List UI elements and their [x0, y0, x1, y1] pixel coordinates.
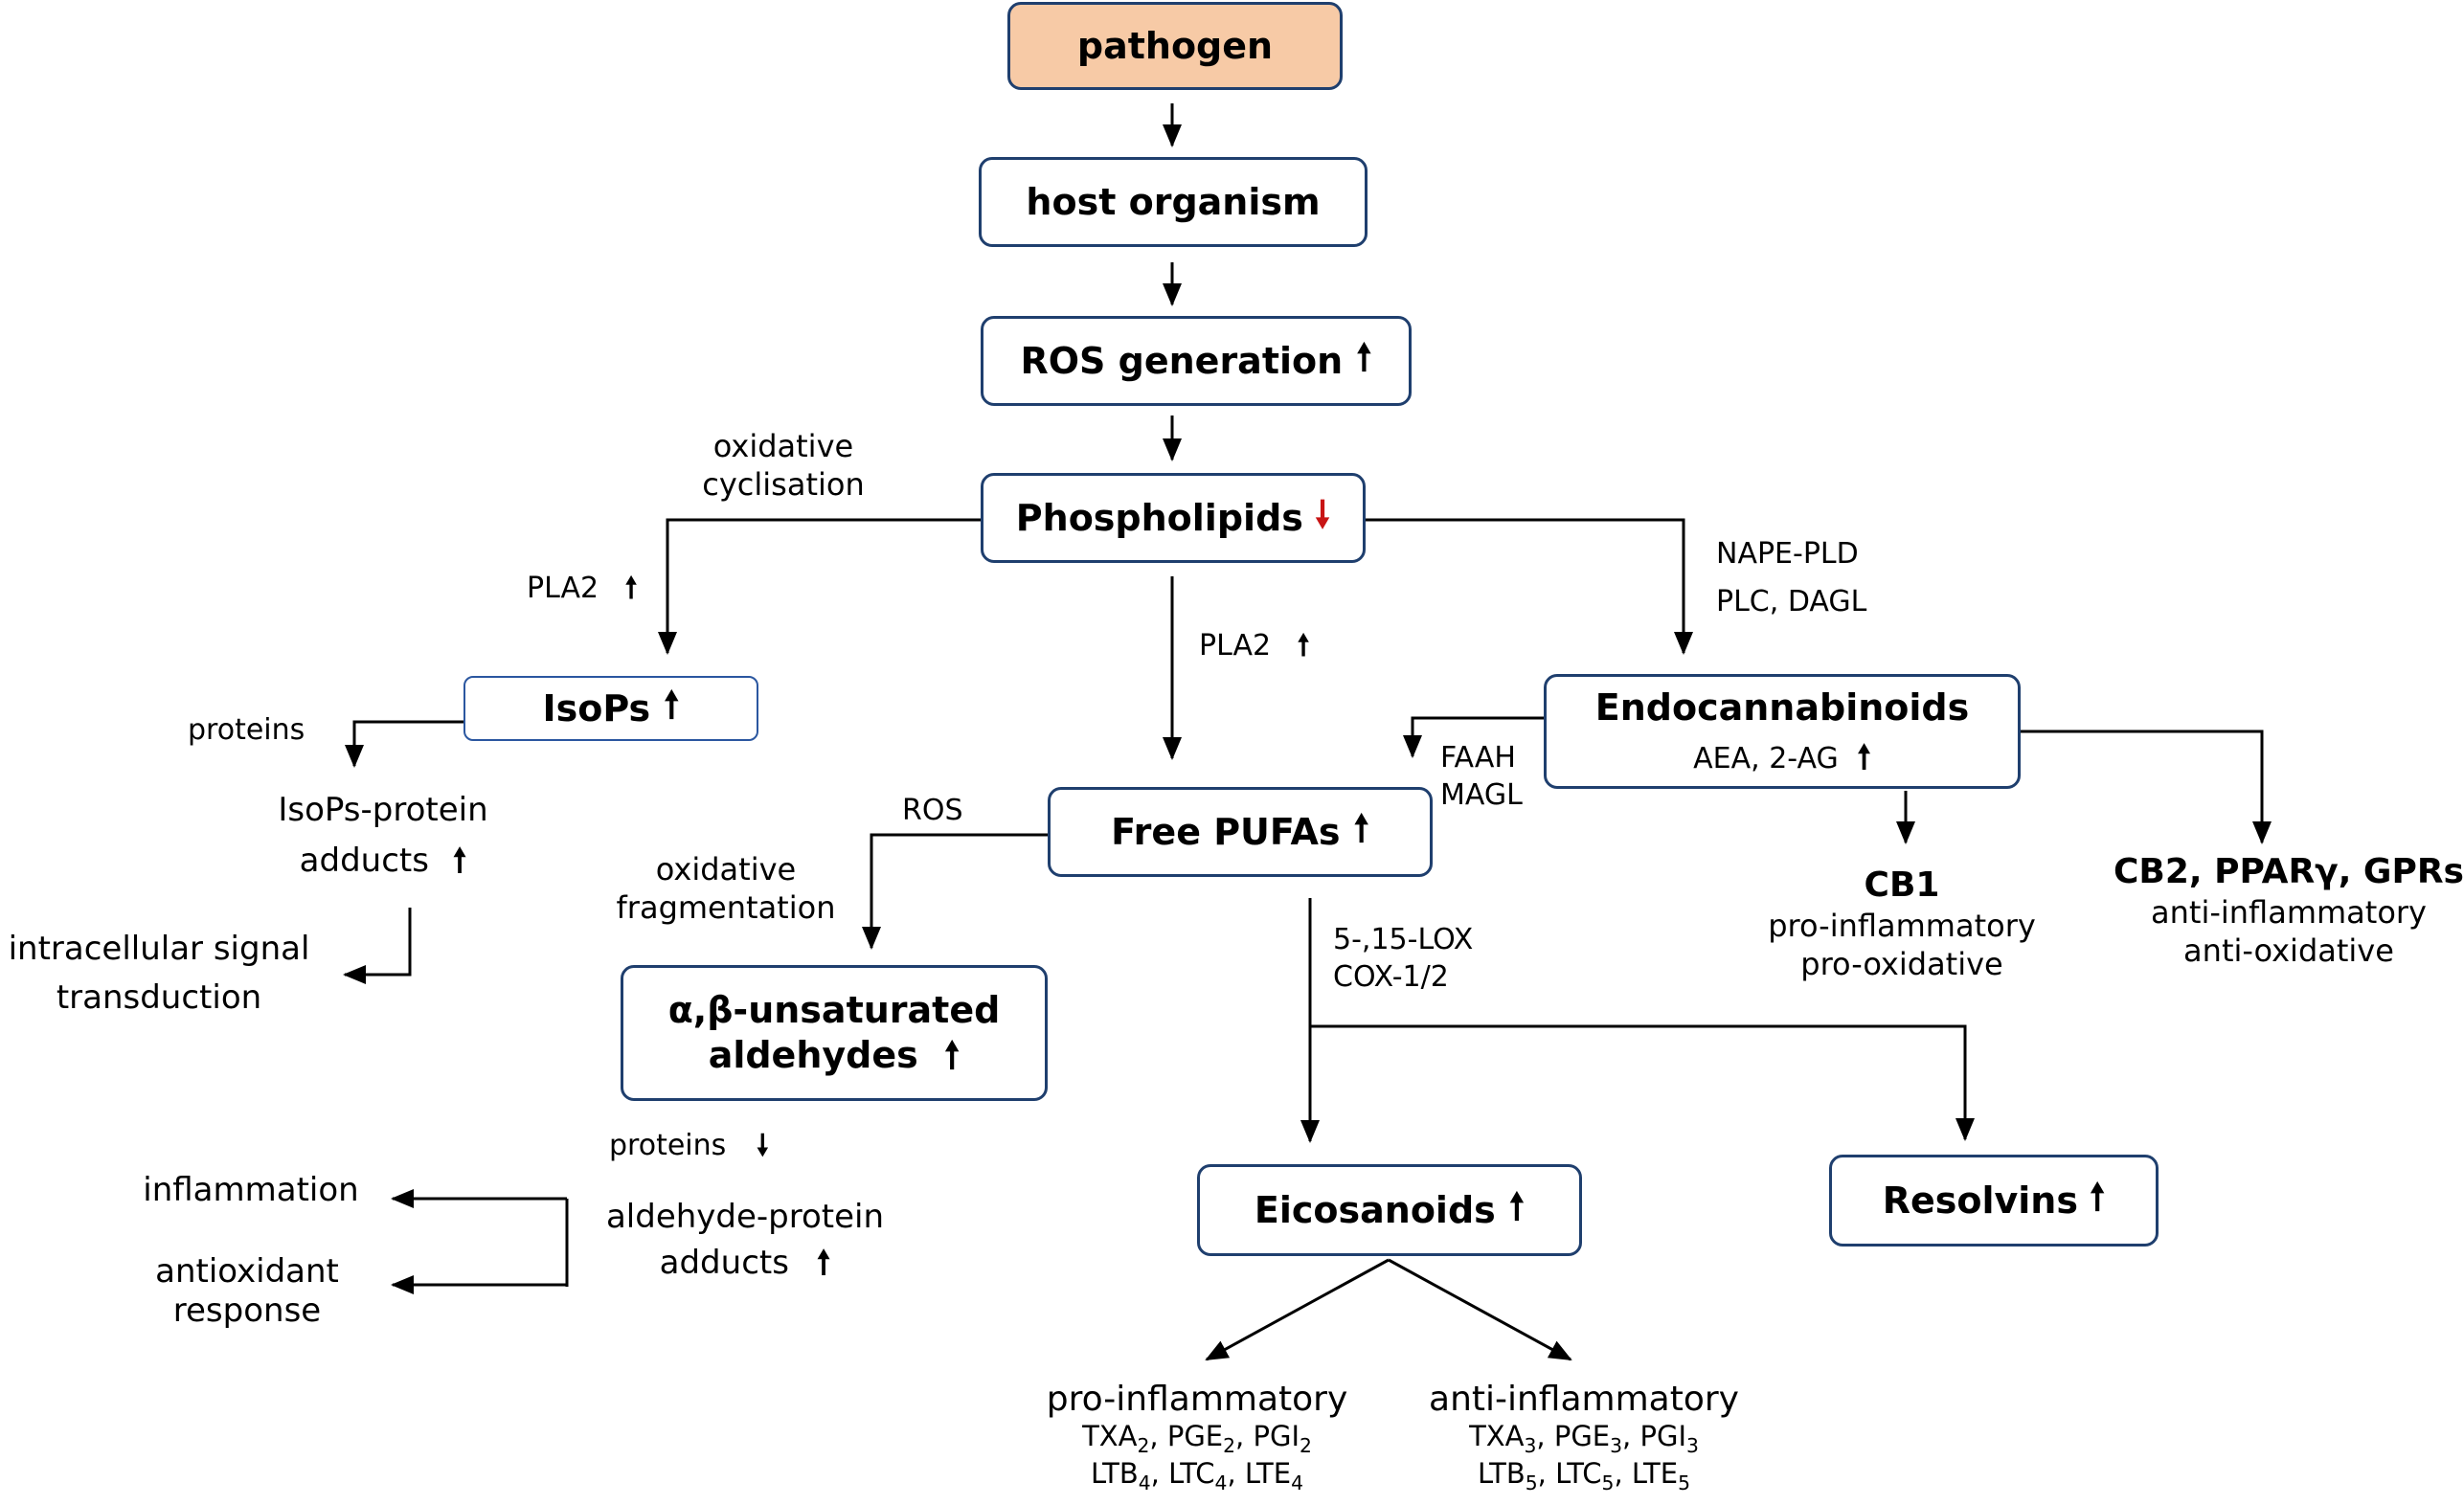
increase-arrow-icon: 🠕 — [664, 683, 680, 726]
arrow-pufas-aldehydes — [862, 833, 1048, 950]
anti-inflammatory-products-line2: LTB5, LTC5, LTE5 — [1477, 1457, 1691, 1495]
arrow-phospholipids-endocannabinoids — [1364, 518, 1693, 655]
ros-generation-label: ROS generation — [1020, 340, 1344, 382]
increase-arrow-icon: 🠕 — [1508, 1184, 1526, 1227]
arrow-adducts-intracellular — [343, 908, 412, 984]
increase-arrow-icon: 🠕 — [943, 1034, 961, 1076]
aldehydes-label-line2: aldehydes — [708, 1034, 918, 1076]
formula: PGE3 — [1553, 1420, 1623, 1457]
formula: PGI2 — [1253, 1420, 1312, 1457]
oxidative-fragmentation-label: oxidative fragmentation — [616, 851, 836, 926]
pro-inflammatory-block: pro-inflammatory TXA2, PGE2, PGI2 LTB4, … — [1047, 1379, 1348, 1494]
cb2-label: CB2, PPARγ, GPRs — [2114, 852, 2464, 891]
pro-inflammatory-label: pro-inflammatory — [1046, 1380, 1348, 1419]
formula: LTB4 — [1090, 1457, 1151, 1495]
phospholipids-label: Phospholipids — [1015, 497, 1303, 539]
increase-arrow-icon: 🠕 — [624, 572, 638, 605]
pla2-left-label: PLA2 🠕 — [527, 572, 638, 605]
arrow-pufas-resolvins — [1310, 1024, 1975, 1141]
proteins-isops-label: proteins — [188, 713, 305, 747]
increase-arrow-icon: 🠕 — [1356, 335, 1372, 378]
cb2-block: CB2, PPARγ, GPRs anti-inflammatory anti-… — [2114, 850, 2464, 970]
endocannabinoids-sub-label: AEA, 2-AG — [1693, 741, 1839, 775]
ros-generation-box: ROS generation 🠕 — [981, 316, 1412, 406]
free-pufas-label: Free PUFAs — [1111, 811, 1341, 853]
anti-inflammatory-label: anti-inflammatory — [1429, 1380, 1739, 1419]
arrow-isops-adducts — [345, 720, 465, 768]
phospholipids-box: Phospholipids 🠗 — [981, 473, 1366, 563]
formula: PGI3 — [1639, 1420, 1699, 1457]
arrow-eicosanoids-pro — [1205, 1258, 1390, 1361]
lox-cox-label: 5-,15-LOX COX-1/2 — [1333, 923, 1474, 994]
cb1-desc-1: pro-inflammatory — [1768, 908, 2036, 944]
formula: TXA2 — [1082, 1420, 1150, 1457]
aldehyde-protein-adducts-label: aldehyde-protein adducts 🠕 — [605, 1198, 885, 1282]
arrow-phospholipids-isops — [658, 518, 981, 655]
cb1-desc-2: pro-oxidative — [1800, 946, 2003, 982]
isops-box: IsoPs 🠕 — [463, 676, 758, 741]
decrease-arrow-icon: 🠗 — [1314, 492, 1331, 535]
proteins-aldehydes-label: proteins 🠗 — [609, 1129, 769, 1162]
faah-magl-label: FAAH MAGL — [1440, 741, 1523, 812]
arrow-endocannabinoids-degradation — [1403, 716, 1546, 758]
increase-arrow-icon: 🠕 — [1353, 806, 1369, 849]
eicosanoids-box: Eicosanoids 🠕 — [1197, 1164, 1582, 1256]
cb2-desc-1: anti-inflammatory — [2151, 894, 2427, 931]
oxidative-cyclisation-label: oxidative cyclisation — [702, 428, 865, 503]
formula: LTC4 — [1168, 1457, 1228, 1495]
antioxidant-response-label: antioxidant response — [155, 1252, 339, 1330]
inflammation-label: inflammation — [143, 1171, 359, 1209]
decrease-direction-icon: 🠗 — [756, 1129, 769, 1162]
pro-inflammatory-products-line1: TXA2, PGE2, PGI2 — [1082, 1420, 1312, 1457]
formula: LTE4 — [1244, 1457, 1304, 1495]
ros-edge-label: ROS — [902, 794, 963, 827]
cb1-block: CB1 pro-inflammatory pro-oxidative — [1768, 864, 2036, 983]
pathogen-label: pathogen — [1076, 25, 1274, 67]
increase-arrow-icon: 🠕 — [452, 841, 467, 880]
increase-arrow-icon: 🠕 — [2089, 1175, 2106, 1218]
formula: LTE5 — [1631, 1457, 1691, 1495]
eicosanoids-label: Eicosanoids — [1254, 1189, 1496, 1231]
pla2-center-label: PLA2 🠕 — [1199, 629, 1310, 663]
nape-pld-label: NAPE-PLD PLC, DAGL — [1716, 537, 1867, 618]
isops-protein-adducts-label: IsoPs-protein adducts 🠕 — [278, 791, 488, 880]
increase-arrow-icon: 🠕 — [1857, 737, 1871, 776]
free-pufas-box: Free PUFAs 🠕 — [1048, 787, 1433, 877]
anti-inflammatory-products-line1: TXA3, PGE3, PGI3 — [1469, 1420, 1699, 1457]
increase-arrow-icon: 🠕 — [816, 1243, 831, 1282]
formula: LTC5 — [1555, 1457, 1615, 1495]
resolvins-box: Resolvins 🠕 — [1829, 1155, 2159, 1247]
formula: TXA3 — [1469, 1420, 1537, 1457]
arrow-eicosanoids-anti — [1388, 1258, 1572, 1361]
formula: LTB5 — [1477, 1457, 1538, 1495]
resolvins-label: Resolvins — [1882, 1179, 2078, 1222]
anti-inflammatory-block: anti-inflammatory TXA3, PGE3, PGI3 LTB5,… — [1429, 1379, 1739, 1494]
arrow-endocannabinoids-cb2 — [2021, 730, 2272, 844]
aldehydes-label-line1: α,β-unsaturated — [667, 988, 1001, 1031]
intracellular-signal-label: intracellular signal transduction — [8, 930, 310, 1017]
aldehydes-box: α,β-unsaturated aldehydes 🠕 — [621, 965, 1048, 1101]
pro-inflammatory-products-line2: LTB4, LTC4, LTE4 — [1090, 1457, 1304, 1495]
cb2-desc-2: anti-oxidative — [2183, 932, 2394, 969]
endocannabinoids-box: Endocannabinoids AEA, 2-AG 🠕 — [1544, 674, 2021, 789]
increase-arrow-icon: 🠕 — [1297, 629, 1310, 663]
pathogen-box: pathogen — [1007, 2, 1343, 90]
host-organism-label: host organism — [1026, 181, 1321, 223]
isops-label: IsoPs — [542, 687, 651, 730]
endocannabinoids-label: Endocannabinoids — [1594, 686, 1970, 729]
host-organism-box: host organism — [979, 157, 1368, 247]
cb1-label: CB1 — [1864, 865, 1940, 905]
formula: PGE2 — [1166, 1420, 1236, 1457]
